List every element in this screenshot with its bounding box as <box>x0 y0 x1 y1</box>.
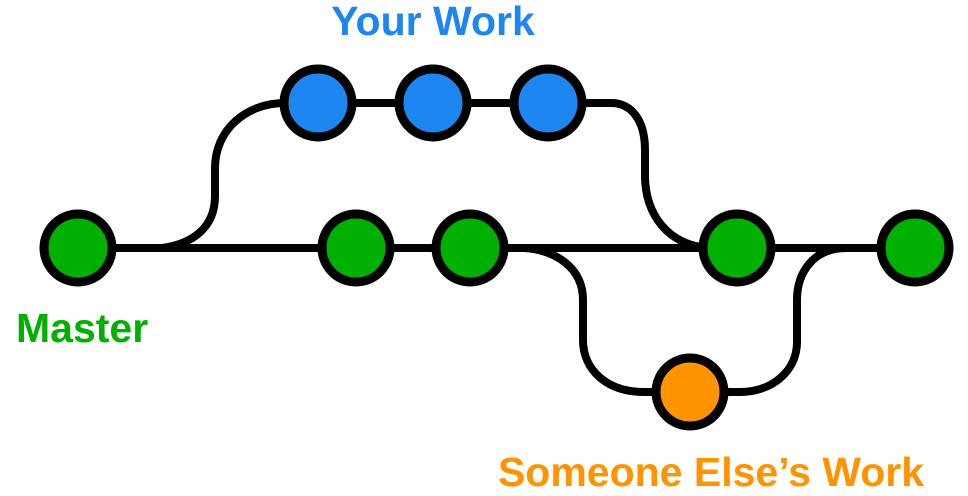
commit-node-your-work-3 <box>509 64 587 142</box>
commit-node-master-3 <box>431 209 509 287</box>
label-your-work: Your Work <box>331 0 535 44</box>
connector-lines <box>39 64 954 431</box>
commit-node-your-work-1 <box>279 64 357 142</box>
commit-node-your-work-2 <box>394 64 472 142</box>
label-someone-elses-work: Someone Else’s Work <box>498 449 924 495</box>
commit-node-someone-elses-1 <box>651 353 729 431</box>
commit-node-master-4-merge <box>698 209 776 287</box>
commit-node-master-2 <box>317 209 395 287</box>
commit-node-master-1 <box>39 209 117 287</box>
label-master: Master <box>16 305 148 351</box>
commit-node-master-5 <box>876 209 954 287</box>
